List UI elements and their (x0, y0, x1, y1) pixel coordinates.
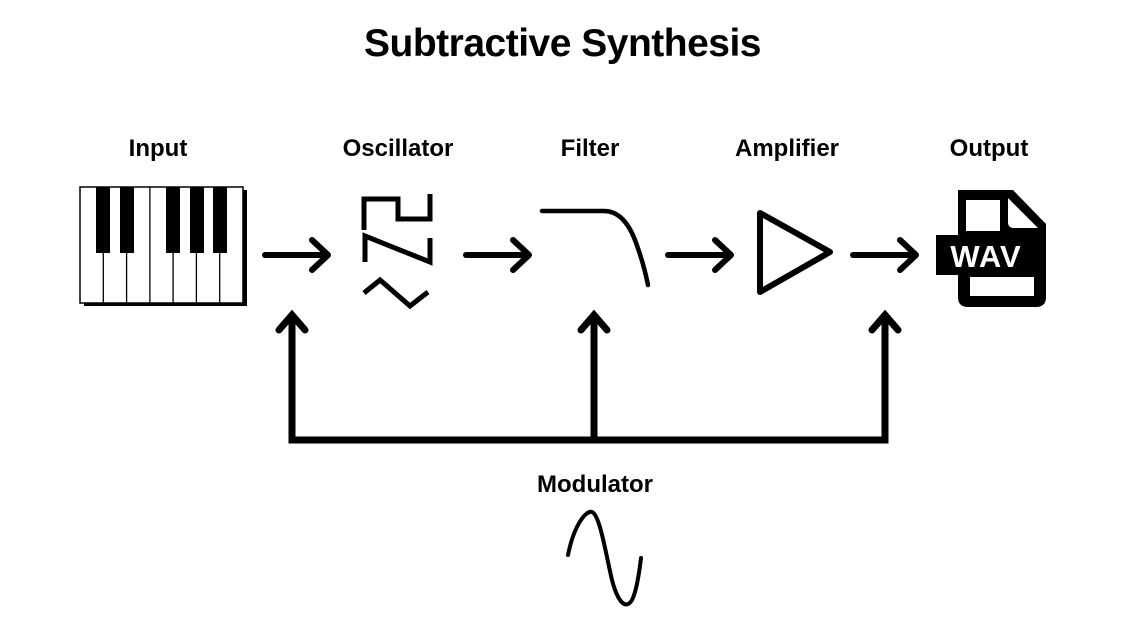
arrow-mod-to-filter (577, 309, 611, 334)
wav-file-icon: WAV (936, 190, 1046, 307)
wav-text: WAV (950, 239, 1021, 274)
flow-arrows (262, 237, 919, 273)
arrow-input-to-oscillator (262, 237, 331, 273)
amplifier-label: Amplifier (734, 135, 839, 162)
diagram-title: Subtractive Synthesis (364, 22, 761, 65)
arrow-filter-to-amplifier (665, 237, 734, 273)
piano-keys-icon (79, 186, 247, 306)
input-label: Input (128, 135, 188, 162)
modulator-label: Modulator (537, 471, 653, 498)
modulation-routing (275, 309, 902, 444)
oscillator-label: Oscillator (342, 135, 454, 162)
lowpass-curve-icon (539, 208, 651, 288)
arrow-mod-to-oscillator (275, 309, 309, 334)
sine-wave-icon (566, 509, 643, 607)
arrow-oscillator-to-filter (463, 237, 532, 273)
waveforms-icon (361, 194, 433, 310)
output-label: Output (949, 135, 1029, 162)
triangle-play-icon (757, 210, 833, 295)
arrow-amplifier-to-output (850, 237, 919, 273)
filter-label: Filter (560, 135, 620, 162)
arrow-mod-to-amplifier (868, 309, 902, 334)
modulation-bus-line (288, 314, 889, 444)
